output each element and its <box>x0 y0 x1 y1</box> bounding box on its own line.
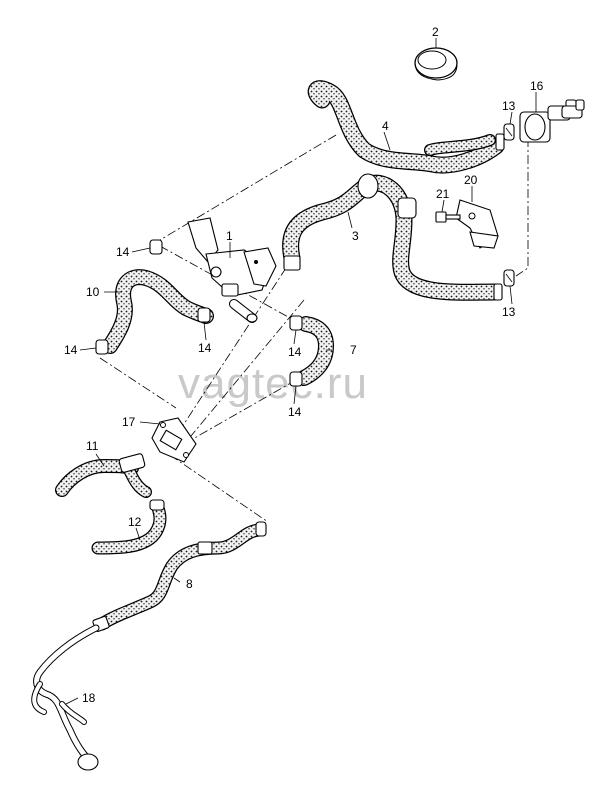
hose-part-12 <box>91 501 167 555</box>
callout-20: 20 <box>464 173 478 187</box>
callout-7: 7 <box>350 343 357 357</box>
clamp-14-a <box>149 239 163 255</box>
clamp-14-d <box>289 315 303 331</box>
clamp-8-end <box>255 521 267 537</box>
callout-10: 10 <box>86 285 100 299</box>
hose-part-7 <box>296 316 334 386</box>
callout-18: 18 <box>82 691 96 705</box>
callout-13-lower: 13 <box>502 305 516 319</box>
hose-part-3 <box>282 173 503 301</box>
hose-part-8 <box>92 523 267 633</box>
bolt-part-21 <box>435 211 461 223</box>
clamps <box>95 123 515 537</box>
callout-1: 1 <box>226 229 233 243</box>
valve-part-1 <box>187 217 277 323</box>
hose-part-11 <box>55 453 152 498</box>
callout-16: 16 <box>530 79 544 93</box>
callout-8: 8 <box>186 577 193 591</box>
pipe-part-18 <box>31 624 100 771</box>
connector-part-16 <box>519 99 585 143</box>
hose-part-10 <box>102 269 214 354</box>
callout-17: 17 <box>122 415 136 429</box>
clamp-12-end <box>149 499 165 511</box>
clamp-13-lower <box>503 269 515 287</box>
clamp-14-b <box>197 307 211 323</box>
flange-part-17 <box>151 417 197 463</box>
callout-labels: 1 2 3 4 7 8 10 11 12 13 13 14 14 14 14 1… <box>64 25 544 705</box>
callout-14-b: 14 <box>198 341 212 355</box>
callout-14-a: 14 <box>116 245 130 259</box>
callout-11: 11 <box>86 439 99 453</box>
bracket-part-20 <box>455 199 499 249</box>
watermark-text: vagtec.ru <box>178 359 368 408</box>
clamp-13-upper <box>503 123 515 141</box>
callout-21: 21 <box>436 187 450 201</box>
callout-12: 12 <box>128 515 142 529</box>
callout-2: 2 <box>432 25 439 39</box>
clamp-14-c <box>95 339 109 355</box>
callout-14-d: 14 <box>288 345 302 359</box>
callout-13-upper: 13 <box>502 99 516 113</box>
callout-14-e: 14 <box>288 405 302 419</box>
callout-3: 3 <box>352 229 359 243</box>
leader-lines <box>65 38 537 705</box>
grommet-part-2 <box>414 47 458 81</box>
callout-4: 4 <box>382 119 389 133</box>
hose-part-4 <box>307 80 505 174</box>
callout-14-c: 14 <box>64 343 78 357</box>
clamp-14-e <box>289 371 303 387</box>
